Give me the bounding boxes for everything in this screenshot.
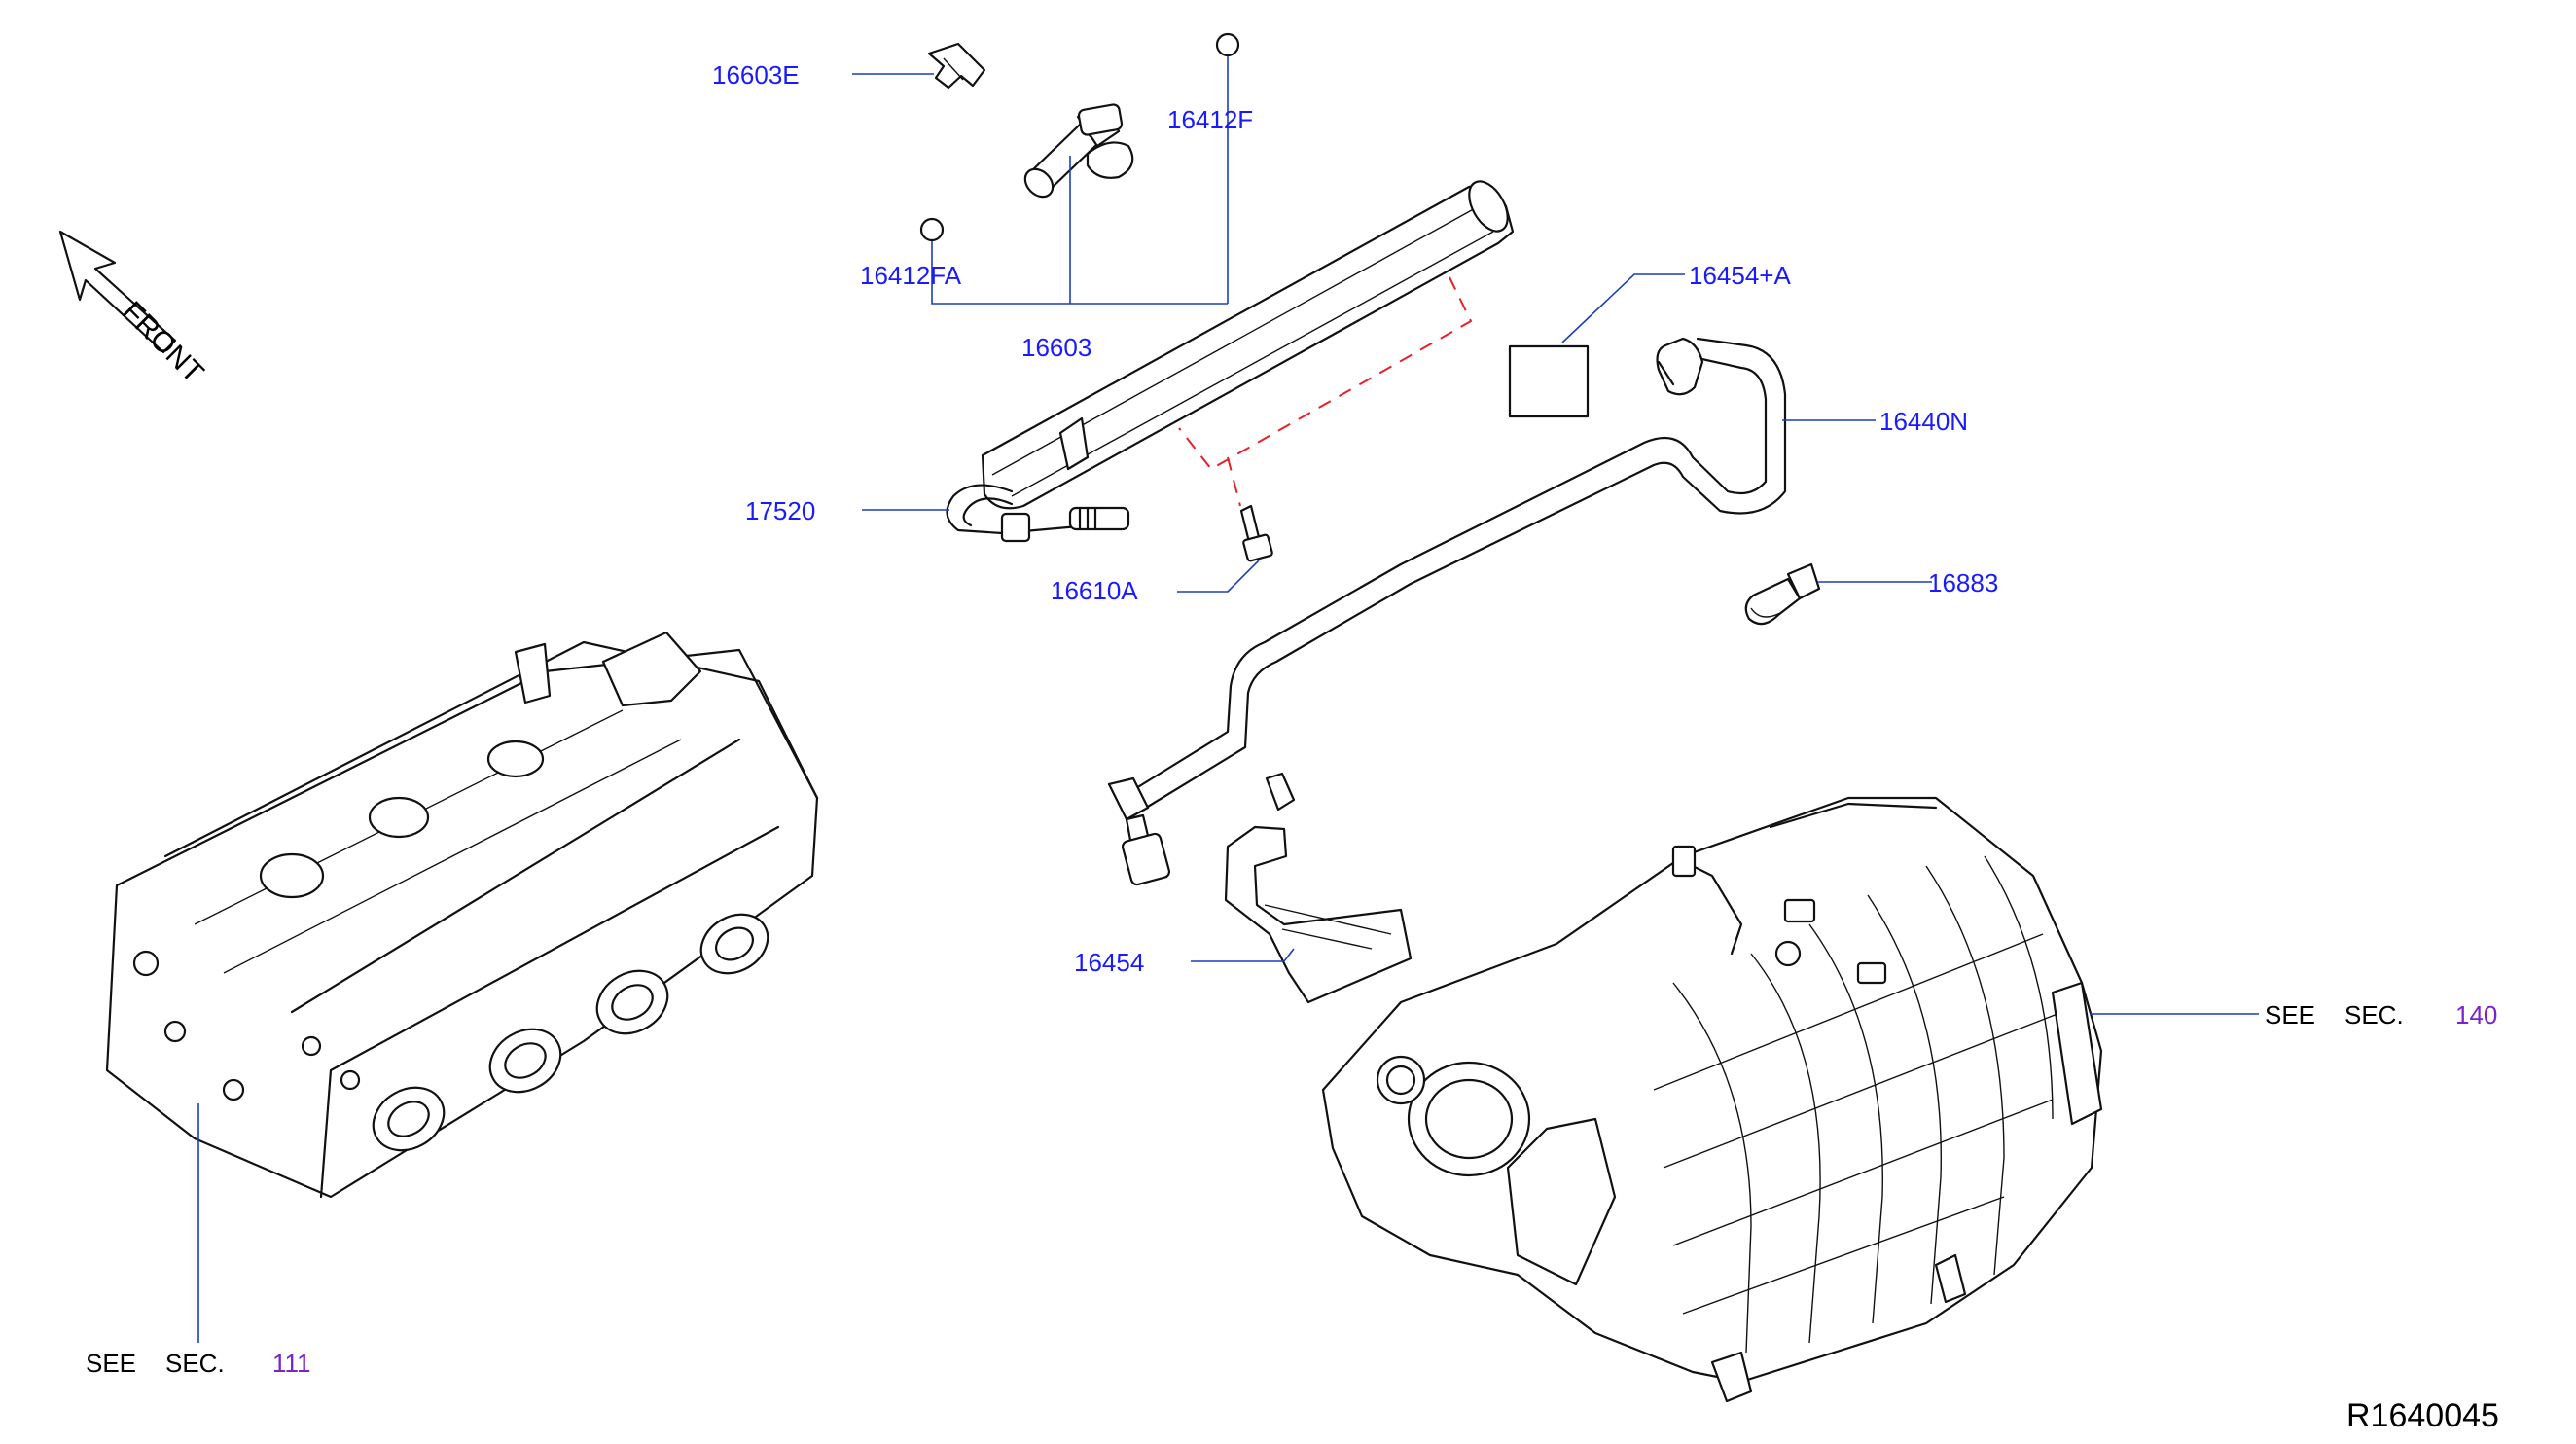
leader-lines [197, 56, 2259, 1343]
label-16610A: 16610A [1051, 576, 1138, 605]
fuel-rail-drawing [946, 180, 1515, 543]
bracket-drawing [1224, 772, 1413, 1004]
clip-drawing [927, 42, 986, 90]
label-16454-plus-a: 16454+A [1689, 261, 1791, 290]
hidden-mount-line-2 [1227, 456, 1241, 507]
hidden-mount-line [1178, 276, 1473, 471]
label-16440N: 16440N [1879, 407, 1968, 436]
sec-text: SEC. [165, 1349, 225, 1378]
see-sec-111[interactable]: SEE SEC. 111 [86, 1349, 311, 1378]
section-number-140[interactable]: 140 [2455, 1000, 2497, 1029]
hose-drawing [1107, 337, 1787, 886]
cylinder-head-drawing [105, 631, 819, 1199]
label-17520: 17520 [745, 496, 815, 525]
diagram-reference: R1640045 [2346, 1397, 2499, 1434]
label-16603E: 16603E [712, 60, 800, 90]
label-16454: 16454 [1074, 948, 1144, 977]
section-number-111[interactable]: 111 [272, 1349, 311, 1378]
label-16883: 16883 [1928, 568, 1998, 597]
clamp-drawing [1744, 562, 1821, 626]
o-ring-16412F [1215, 32, 1240, 57]
o-ring-16412FA [919, 217, 945, 242]
label-16412FA: 16412FA [860, 261, 962, 290]
label-16412F: 16412F [1167, 105, 1253, 134]
label-16603: 16603 [1021, 333, 1091, 362]
see-text: SEE [2265, 1000, 2315, 1029]
injector-drawing [1023, 103, 1134, 199]
see-text: SEE [86, 1349, 136, 1378]
bolt-drawing [1239, 504, 1273, 562]
insulator-pad-drawing [1508, 344, 1590, 418]
see-sec-140[interactable]: SEE SEC. 140 [2265, 1000, 2497, 1029]
front-label: FRONT [116, 296, 209, 389]
front-arrow-icon [58, 230, 177, 354]
sec-text: SEC. [2344, 1000, 2404, 1029]
intake-manifold-drawing [1321, 796, 2103, 1403]
